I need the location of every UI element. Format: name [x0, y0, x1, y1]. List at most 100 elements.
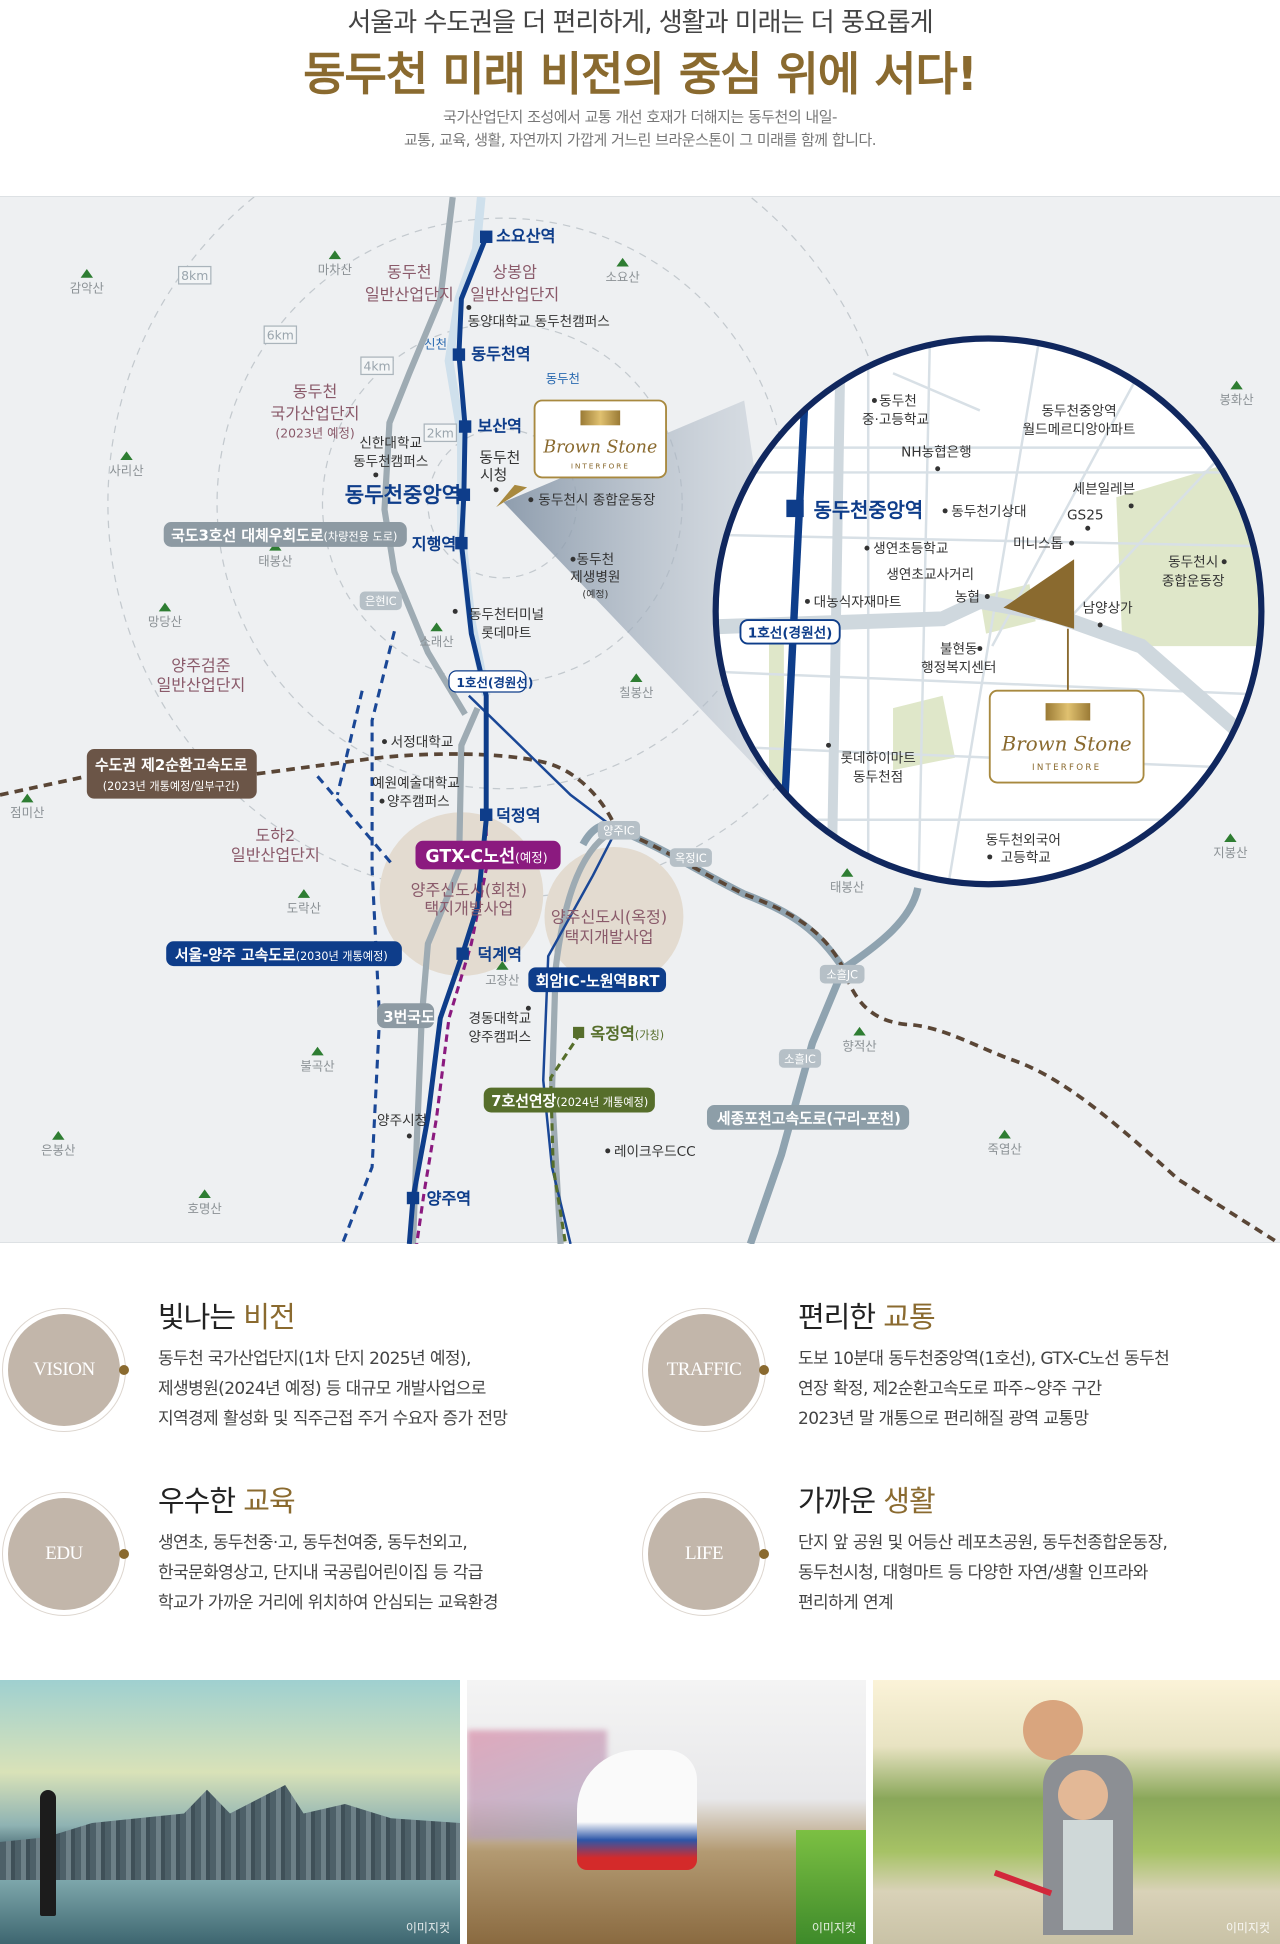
- svg-text:양주IC: 양주IC: [603, 825, 635, 838]
- okjeong-station-marker: [573, 1026, 585, 1039]
- feature-body: 단지 앞 공원 및 어등산 레포츠공원, 동두천종합운동장,동두천시청, 대형마…: [798, 1533, 1168, 1613]
- feature-title: 빛나는 비전: [158, 1300, 296, 1334]
- mountain-label: 감악산: [70, 281, 104, 296]
- svg-text:도하2: 도하2: [255, 826, 295, 845]
- watermark: 이미지컷: [1225, 1921, 1270, 1935]
- svg-text:수도권 제2순환고속도로: 수도권 제2순환고속도로: [95, 756, 248, 774]
- svg-text:농협: 농협: [955, 589, 980, 605]
- svg-text:동두천: 동두천: [546, 371, 580, 386]
- station-bosan: 보산역: [478, 417, 522, 436]
- station-soyosan: 소요산역: [496, 227, 555, 246]
- svg-text:(2023년 예정): (2023년 예정): [275, 426, 354, 441]
- station-deokgye: 덕계역: [478, 945, 522, 964]
- svg-text:3번국도: 3번국도: [383, 1008, 435, 1026]
- svg-text:종합운동장: 종합운동장: [1162, 573, 1225, 589]
- mountain-label: 칠봉산: [619, 685, 653, 700]
- svg-text:2km: 2km: [427, 426, 454, 441]
- svg-text:INTERFORE: INTERFORE: [1032, 763, 1101, 773]
- station-jihaeng: 지행역: [412, 534, 456, 553]
- svg-text:서울-양주 고속도로(2030년 개통예정): 서울-양주 고속도로(2030년 개통예정): [175, 946, 388, 964]
- mountain-label: 봉화산: [1219, 392, 1253, 407]
- svg-text:신한대학교: 신한대학교: [359, 436, 422, 452]
- mountain-icon: [430, 622, 443, 632]
- svg-text:양주캠퍼스: 양주캠퍼스: [387, 794, 450, 810]
- train-icon: [577, 1750, 697, 1870]
- svg-text:생연초교사거리: 생연초교사거리: [886, 567, 974, 583]
- pill-route3: 3번국도: [377, 1003, 435, 1029]
- svg-text:GS25: GS25: [1067, 508, 1104, 524]
- mountain-label: 죽엽산: [988, 1141, 1022, 1156]
- svg-text:동두천시: 동두천시: [1168, 555, 1218, 571]
- svg-text:시청: 시청: [480, 466, 507, 484]
- mountain-label: 소요산: [606, 269, 640, 284]
- svg-text:4km: 4km: [363, 359, 390, 374]
- mountain-label: 마차산: [318, 262, 352, 277]
- svg-text:일반산업단지: 일반산업단지: [231, 846, 320, 865]
- mountain-icon: [616, 257, 629, 267]
- svg-text:상봉암: 상봉암: [492, 263, 537, 282]
- svg-text:(2023년 개통예정/일부구간): (2023년 개통예정/일부구간): [103, 779, 240, 793]
- okjeong-zone: [544, 847, 684, 986]
- mountain-icon: [496, 961, 509, 970]
- station-central: 동두천중앙역: [345, 482, 461, 507]
- svg-text:1호선(경원선): 1호선(경원선): [748, 624, 833, 641]
- svg-text:동두천점: 동두천점: [853, 769, 903, 785]
- mountain-label: 은봉산: [41, 1143, 75, 1158]
- svg-text:일반산업단지: 일반산업단지: [156, 676, 245, 695]
- photo-train: 이미지컷: [467, 1680, 866, 1944]
- mountain-label: 도락산: [287, 901, 321, 916]
- svg-text:6km: 6km: [267, 328, 294, 343]
- svg-text:동두천터미널: 동두천터미널: [469, 607, 544, 623]
- mountain-label: 망당산: [148, 614, 182, 629]
- svg-text:동두천: 동두천: [879, 393, 917, 409]
- pill-ring-expressway: 수도권 제2순환고속도로 (2023년 개통예정/일부구간): [86, 749, 257, 799]
- desc-line: 국가산업단지 조성에서 교통 개선 호재가 더해지는 동두천의 내일-: [443, 108, 837, 126]
- svg-text:Brown Stone: Brown Stone: [1001, 732, 1132, 755]
- svg-text:양주검준: 양주검준: [171, 656, 230, 675]
- svg-text:동두천외국어: 동두천외국어: [986, 833, 1061, 849]
- mountain-label: 태봉산: [258, 553, 292, 568]
- svg-text:양주캠퍼스: 양주캠퍼스: [469, 1030, 532, 1046]
- mountain-icon: [120, 451, 133, 461]
- svg-text:제생병원: 제생병원: [570, 570, 620, 586]
- svg-text:동두천기상대: 동두천기상대: [951, 504, 1026, 520]
- mountain-icon: [80, 269, 94, 278]
- distance-labels: 8km 6km 4km 2km: [177, 265, 458, 443]
- mountain-label: 지봉산: [1213, 845, 1247, 860]
- mountain-label: 사리산: [109, 463, 143, 478]
- feature-vision: VISION 빛나는 비전 동두천 국가산업단지(1차 단지 2025년 예정)…: [0, 1300, 620, 1458]
- line7-extension: [549, 1032, 582, 1244]
- svg-text:동두천중앙역: 동두천중앙역: [1041, 403, 1116, 419]
- svg-text:NH농협은행: NH농협은행: [901, 444, 972, 460]
- ring-expressway-line: [0, 752, 1280, 1244]
- interchange-labels: 은현IC 양주IC 옥정IC 소흘JC 소흘IC: [359, 591, 865, 1068]
- location-map: 소요산역 동두천역 보산역 동두천중앙역 지행역 덕정역 덕계역 양주역 옥정역…: [0, 196, 1280, 1244]
- feature-edu: EDU 우수한 교육 생연초, 동두천중·고, 동두천여중, 동두천외고,한국문…: [0, 1484, 620, 1642]
- pill-line1: 1호선(경원선): [448, 670, 533, 693]
- feature-title: 편리한 교통: [798, 1300, 936, 1334]
- svg-text:중·고등학교: 중·고등학교: [862, 412, 929, 428]
- svg-text:일반산업단지: 일반산업단지: [470, 285, 559, 304]
- brand-marker: Brown Stone INTERFORE: [496, 399, 667, 508]
- mountain-label: 고장산: [485, 973, 519, 988]
- svg-text:동양대학교 동두천캠퍼스: 동양대학교 동두천캠퍼스: [468, 314, 610, 330]
- mountain-icon: [158, 602, 172, 612]
- mountain-icon: [311, 1046, 324, 1056]
- site-marker-icon: [1003, 559, 1075, 629]
- station-dongducheon: 동두천역: [471, 345, 530, 364]
- svg-text:세종포천고속도로(구리-포천): 세종포천고속도로(구리-포천): [717, 1110, 901, 1128]
- svg-text:대농식자재마트: 대농식자재마트: [814, 594, 902, 610]
- svg-text:동두천: 동두천: [387, 263, 431, 282]
- svg-text:양주신도시(회천): 양주신도시(회천): [411, 880, 527, 899]
- svg-text:INTERFORE: INTERFORE: [571, 462, 630, 471]
- edu-badge: EDU: [2, 1492, 129, 1616]
- feature-title: 우수한 교육: [158, 1484, 296, 1518]
- seoul-yangju-line: [316, 630, 396, 1244]
- mountain-icon: [998, 1129, 1011, 1139]
- svg-text:8km: 8km: [181, 268, 208, 283]
- svg-text:소흘IC: 소흘IC: [784, 1053, 816, 1066]
- pill-line7: 7호선연장(2024년 개통예정): [483, 1087, 655, 1113]
